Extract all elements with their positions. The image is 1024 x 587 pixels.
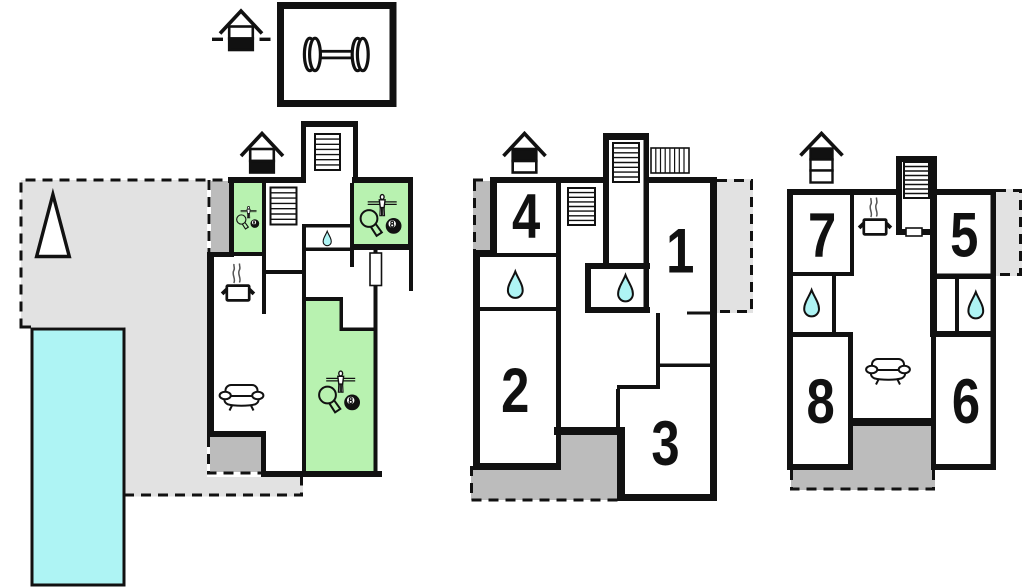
svg-text:7: 7 bbox=[808, 201, 836, 272]
svg-text:8: 8 bbox=[807, 367, 835, 438]
svg-text:6: 6 bbox=[952, 367, 980, 438]
svg-text:1: 1 bbox=[666, 216, 694, 287]
svg-text:2: 2 bbox=[501, 356, 529, 427]
svg-text:3: 3 bbox=[651, 408, 679, 479]
svg-text:4: 4 bbox=[512, 182, 540, 253]
svg-text:5: 5 bbox=[950, 200, 978, 271]
